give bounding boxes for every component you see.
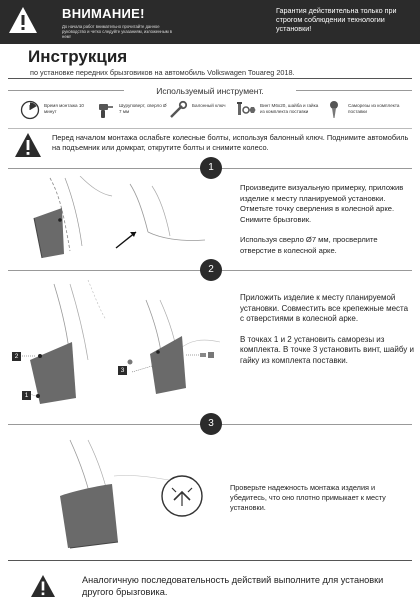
screwdriver-icon [99, 104, 113, 118]
step-2-instructions: Приложить изделие к месту планируемой ус… [240, 293, 414, 376]
divider [8, 78, 412, 79]
warning-title: ВНИМАНИЕ! [62, 6, 145, 21]
tool-label: Шуруповерт, сверло Ø 7 мм [119, 103, 167, 114]
tool-label: Балонный ключ [192, 103, 226, 108]
divider [8, 90, 124, 91]
point-label-1: 1 [22, 391, 31, 400]
tool-label: Время монтажа 10 минут [44, 103, 84, 114]
tools-title: Используемый инструмент. [156, 86, 264, 96]
point-label-2: 2 [12, 352, 21, 361]
warning-header: ВНИМАНИЕ! До начала работ внимательно пр… [0, 0, 420, 44]
warning-icon [31, 575, 55, 597]
page-subtitle: по установке передних брызговиков на авт… [30, 68, 295, 77]
screw-icon [330, 101, 338, 118]
point-label-3: 3 [118, 366, 127, 375]
page-title: Инструкция [28, 47, 128, 66]
step-paragraph: Произведите визуальную примерку, приложи… [240, 183, 404, 224]
divider [296, 90, 412, 91]
pre-installation-note: Перед началом монтажа ослабьте колесные … [52, 133, 409, 152]
step-1-illustration [33, 176, 206, 259]
final-note: Аналогичную последовательность действий … [82, 575, 384, 597]
divider [8, 560, 412, 561]
step-number: 2 [200, 259, 222, 281]
warning-icon [9, 7, 37, 33]
step-1-instructions: Произведите визуальную примерку, приложи… [240, 183, 414, 266]
step-paragraph: Используя сверло Ø7 мм, просверлите отве… [240, 235, 378, 255]
bolt-nut-icon [237, 102, 256, 115]
step-number: 1 [200, 157, 222, 179]
step-paragraph: Приложить изделие к месту планируемой ус… [240, 293, 409, 323]
clock-icon [20, 100, 40, 120]
divider [8, 128, 412, 129]
step-3-instructions: Проверьте надежность монтажа изделия и у… [230, 483, 410, 523]
check-fit-icon [161, 475, 203, 517]
step-number: 3 [200, 413, 222, 435]
step-paragraph: В точках 1 и 2 установить саморезы из ко… [240, 334, 414, 365]
tool-label: Винт М6х20, шайба и гайка из комплекта п… [260, 103, 319, 114]
tool-label: Саморезы из комплекта поставки [348, 103, 400, 114]
step-paragraph: Проверьте надежность монтажа изделия и у… [230, 483, 386, 512]
wrench-icon [170, 100, 188, 118]
warning-icon [15, 133, 41, 157]
step-3-illustration [60, 439, 191, 549]
step-2-illustration [16, 280, 221, 404]
warning-subtext: До начала работ внимательно прочитайте д… [62, 24, 172, 39]
guarantee-note: Гарантия действительна только при строго… [276, 6, 397, 33]
